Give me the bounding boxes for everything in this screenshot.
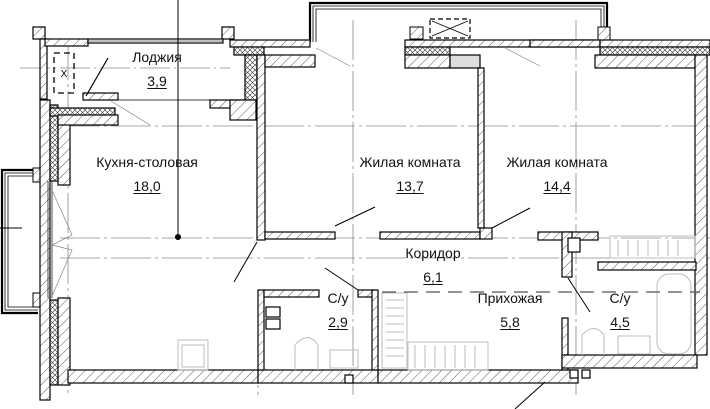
room-corridor: Коридор 6,1 <box>398 245 468 285</box>
room-living-1: Жилая комната 13,7 <box>350 154 470 194</box>
room-name: Жилая комната <box>506 154 608 170</box>
room-hall: Прихожая 5,8 <box>470 290 550 330</box>
room-living-2: Жилая комната 14,4 <box>497 154 617 194</box>
room-name: Прихожая <box>477 290 543 306</box>
room-area: 13,7 <box>396 178 424 194</box>
room-name: С/у <box>327 290 349 306</box>
interior-walls <box>110 39 710 409</box>
kitchen-walls <box>39 99 579 401</box>
room-name: Жилая комната <box>359 154 461 170</box>
room-loggia: Лоджия 3,9 <box>112 49 202 89</box>
room-name: Лоджия <box>132 49 182 65</box>
room-bathroom-2: С/у 4,5 <box>600 290 640 330</box>
room-name: С/у <box>609 290 631 306</box>
room-bathroom-1: С/у 2,9 <box>318 290 358 330</box>
room-area: 4,5 <box>610 314 630 330</box>
room-kitchen: Кухня-столовая 18,0 <box>82 154 212 194</box>
room-area: 3,9 <box>147 73 167 89</box>
svg-text:X: X <box>61 69 68 80</box>
left-balcony <box>0 167 42 315</box>
room-name: Коридор <box>405 245 461 261</box>
top-balcony <box>308 1 611 42</box>
room-area: 14,4 <box>543 178 571 194</box>
room-name: Кухня-столовая <box>96 154 198 170</box>
room-area: 18,0 <box>133 178 161 194</box>
axis-lines <box>20 20 710 395</box>
fixtures <box>177 235 696 371</box>
room-area: 2,9 <box>328 314 348 330</box>
room-area: 6,1 <box>423 269 443 285</box>
room-area: 5,8 <box>500 314 520 330</box>
